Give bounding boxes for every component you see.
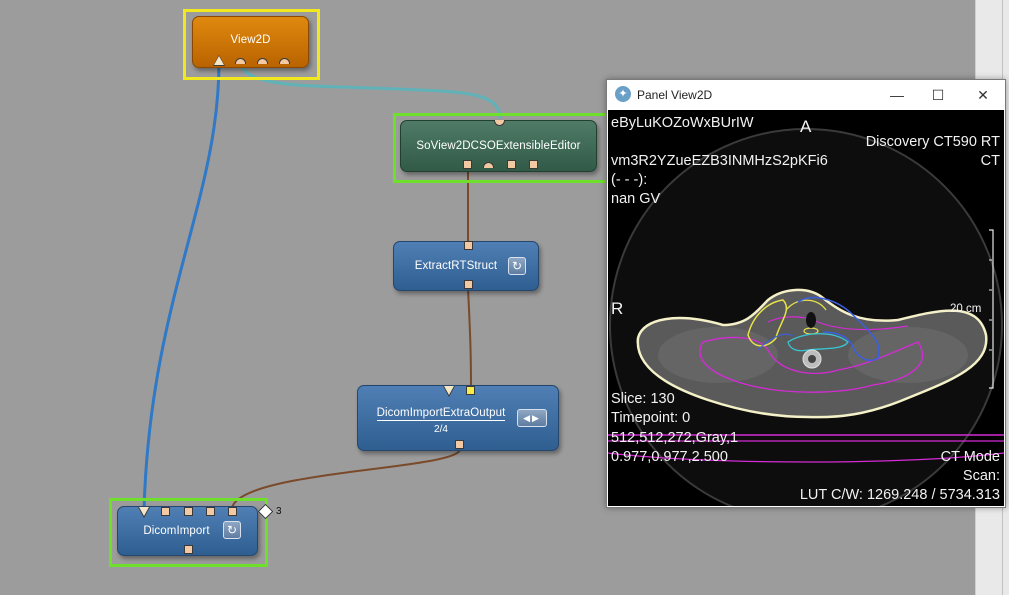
dicom-import-port-3[interactable] [206, 507, 215, 516]
app-icon: ✦ [615, 86, 631, 102]
dicom-import-badge: 3 [257, 503, 282, 520]
extra-output-base-port[interactable] [466, 386, 475, 395]
cso-editor-module[interactable]: SoView2DCSOExtensibleEditor [400, 120, 597, 172]
timepoint-info: Timepoint: 0 [611, 410, 691, 426]
orientation-top: A [800, 117, 812, 136]
dicom-import-output-port[interactable] [184, 545, 193, 554]
lut-info: LUT C/W: 1269.248 / 5734.313 [799, 487, 1000, 503]
dicom-import-input-port[interactable] [138, 507, 150, 518]
panel-view2d-window[interactable]: ✦ Panel View2D — ☐ ✕ [606, 79, 1006, 508]
dicom-import-selection-frame [109, 498, 268, 567]
series-uid: vm3R2YZueEZB3INMHzS2pKFi6 [611, 153, 828, 169]
ct-slice-image [608, 128, 1004, 506]
extract-refresh-icon[interactable]: ↻ [508, 257, 526, 275]
view2d-selection-frame [183, 9, 320, 80]
slice-info: Slice: 130 [611, 391, 675, 407]
cso-editor-module-label: SoView2DCSOExtensibleEditor [416, 140, 581, 152]
panel-title: Panel View2D [637, 88, 713, 102]
dicom-import-port-2[interactable] [184, 507, 193, 516]
extract-output-port[interactable] [464, 280, 473, 289]
dicom-import-module-label: DicomImport [143, 525, 210, 537]
image-dimensions: 512,512,272,Gray,1 [611, 430, 739, 446]
scale-label: 20 cm [950, 303, 982, 315]
patient-id: eByLuKOZoWxBUrIW [611, 115, 754, 131]
info-diamond-icon [257, 503, 274, 520]
extra-output-input-port[interactable] [443, 386, 455, 397]
modality: CT [980, 153, 1000, 169]
gray-value: nan GV [611, 191, 661, 207]
cursor-coords: (- - -): [611, 172, 648, 188]
dicom-import-refresh-icon[interactable]: ↻ [223, 521, 241, 539]
image-viewer[interactable]: eByLuKOZoWxBUrIW A Discovery CT590 RT vm… [608, 110, 1004, 506]
dicom-import-port-4[interactable] [228, 507, 237, 516]
close-button[interactable]: ✕ [977, 87, 989, 103]
device-name: Discovery CT590 RT [865, 134, 1000, 150]
minimize-button[interactable]: — [890, 87, 904, 103]
view2d-inventor-port-2[interactable] [257, 58, 268, 64]
panel-titlebar[interactable]: ✦ Panel View2D — ☐ ✕ [607, 80, 1005, 110]
view2d-inventor-port-1[interactable] [235, 58, 246, 64]
extra-output-output-port[interactable] [455, 440, 464, 449]
editor-output-port-3[interactable] [507, 160, 516, 169]
editor-output-port-1[interactable] [463, 160, 472, 169]
maximize-button[interactable]: ☐ [931, 87, 945, 103]
dicom-import-port-1[interactable] [161, 507, 170, 516]
dicom-extra-output-label: DicomImportExtraOutput [376, 407, 506, 421]
view2d-module-label: View2D [230, 34, 271, 46]
extract-rtstruct-module-label: ExtractRTStruct [414, 260, 498, 272]
editor-output-port-2[interactable] [483, 162, 494, 168]
scan-info: Scan: [962, 468, 1000, 484]
voxel-spacing: 0.977,0.977,2.500 [611, 449, 728, 465]
view2d-inventor-port-3[interactable] [279, 58, 290, 64]
editor-output-port-4[interactable] [529, 160, 538, 169]
dicom-import-badge-count: 3 [276, 506, 282, 517]
view2d-module[interactable]: View2D [192, 16, 309, 68]
view2d-input-port[interactable] [213, 55, 225, 66]
extract-input-port[interactable] [464, 241, 473, 250]
orientation-left: R [611, 299, 624, 318]
extra-output-step-arrows-icon[interactable]: ◀▶ [517, 409, 547, 427]
dicom-extra-output-counter: 2/4 [434, 424, 448, 435]
ct-mode: CT Mode [940, 449, 1000, 465]
